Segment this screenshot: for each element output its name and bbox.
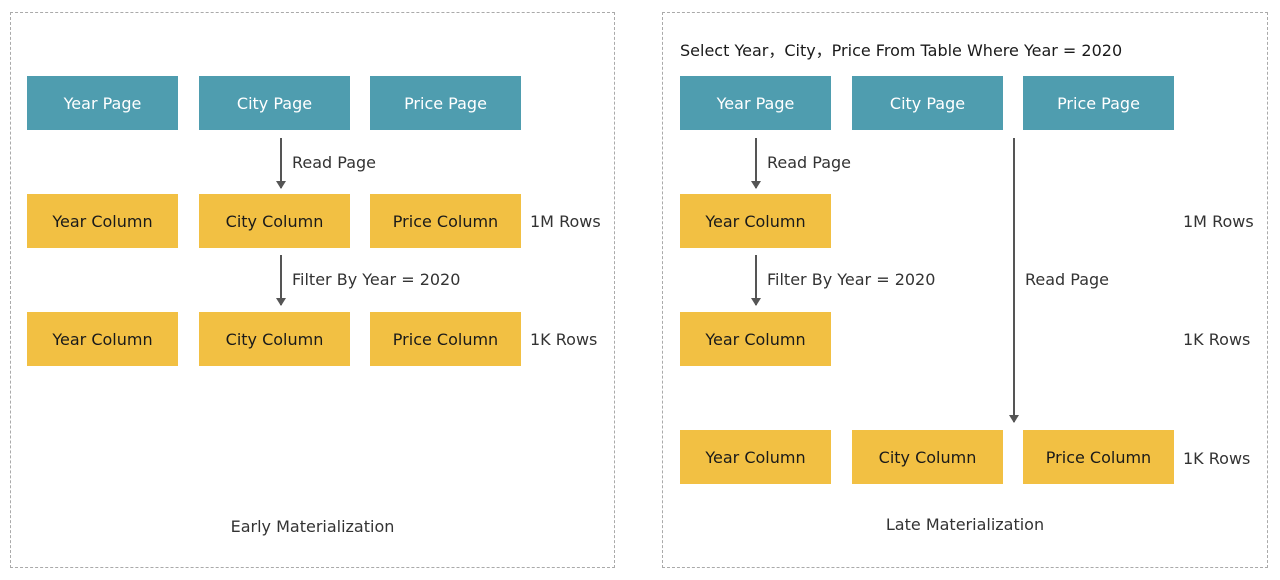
early-price-column-2: Price Column xyxy=(370,312,521,366)
early-city-page: City Page xyxy=(199,76,350,130)
late-city-page: City Page xyxy=(852,76,1003,130)
late-price-column-3: Price Column xyxy=(1023,430,1174,484)
early-materialization-panel xyxy=(10,12,615,568)
early-price-page: Price Page xyxy=(370,76,521,130)
early-filter-label: Filter By Year = 2020 xyxy=(292,270,461,289)
late-read-arrow xyxy=(751,138,761,189)
early-filter-arrow xyxy=(276,255,286,306)
early-caption: Early Materialization xyxy=(230,517,395,536)
early-read-arrow xyxy=(276,138,286,189)
late-year-column-1: Year Column xyxy=(680,194,831,248)
late-materialization-panel xyxy=(662,12,1268,568)
late-caption: Late Materialization xyxy=(885,515,1045,534)
early-year-column-1: Year Column xyxy=(27,194,178,248)
late-year-page: Year Page xyxy=(680,76,831,130)
early-rows-1m: 1M Rows xyxy=(530,212,601,231)
early-year-page: Year Page xyxy=(27,76,178,130)
late-rows-1k-b: 1K Rows xyxy=(1183,449,1251,468)
early-read-label: Read Page xyxy=(292,153,377,172)
early-rows-1k: 1K Rows xyxy=(530,330,598,349)
early-price-column-1: Price Column xyxy=(370,194,521,248)
late-read-arrow-2 xyxy=(1009,138,1019,423)
late-city-column-3: City Column xyxy=(852,430,1003,484)
late-read-label-2: Read Page xyxy=(1025,270,1110,289)
late-year-column-3: Year Column xyxy=(680,430,831,484)
late-read-label: Read Page xyxy=(767,153,852,172)
late-year-column-2: Year Column xyxy=(680,312,831,366)
late-filter-arrow xyxy=(751,255,761,306)
late-query-text: Select Year，City，Price From Table Where … xyxy=(680,41,1123,60)
early-city-column-1: City Column xyxy=(199,194,350,248)
early-year-column-2: Year Column xyxy=(27,312,178,366)
late-rows-1k-a: 1K Rows xyxy=(1183,330,1251,349)
late-rows-1m: 1M Rows xyxy=(1183,212,1254,231)
late-price-page: Price Page xyxy=(1023,76,1174,130)
early-city-column-2: City Column xyxy=(199,312,350,366)
late-filter-label: Filter By Year = 2020 xyxy=(767,270,936,289)
